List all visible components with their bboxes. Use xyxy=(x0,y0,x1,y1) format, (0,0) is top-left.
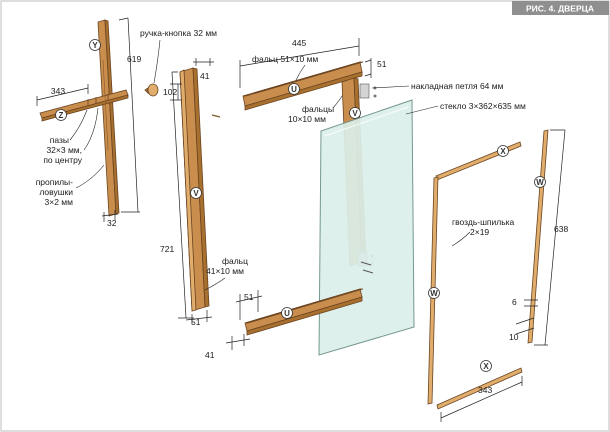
label-hinge: накладная петля 64 мм xyxy=(371,81,504,91)
svg-text:фальц 51×10 мм: фальц 51×10 мм xyxy=(252,54,318,64)
svg-text:343: 343 xyxy=(51,86,65,96)
dimension-51-right: 51 xyxy=(364,58,387,78)
svg-text:2×19: 2×19 xyxy=(470,227,489,237)
svg-text:445: 445 xyxy=(292,38,306,48)
svg-text:51: 51 xyxy=(244,292,254,302)
svg-text:3×2 мм: 3×2 мм xyxy=(45,197,74,207)
svg-text:по центру: по центру xyxy=(43,155,82,165)
dimension-445: 445 xyxy=(239,38,360,88)
svg-text:ручка-кнопка 32 мм: ручка-кнопка 32 мм xyxy=(140,28,217,38)
dimension-102: 102 xyxy=(163,83,182,101)
svg-text:V: V xyxy=(193,189,199,198)
dimension-343-bottom: 343 xyxy=(440,376,523,422)
svg-text:51: 51 xyxy=(377,59,387,69)
dimension-638: 638 xyxy=(534,129,568,346)
svg-text:41: 41 xyxy=(200,71,210,81)
svg-text:W: W xyxy=(430,289,438,298)
svg-text:пропилы-: пропилы- xyxy=(36,177,73,187)
strip-bottom-x xyxy=(436,367,523,410)
svg-text:Z: Z xyxy=(59,111,64,120)
label-nail: гвоздь-шпилька 2×19 xyxy=(451,217,515,247)
tag-y: Y xyxy=(89,39,101,51)
svg-text:пазы: пазы xyxy=(50,135,69,145)
dimension-32: 32 xyxy=(101,210,119,228)
label-kerfs: пропилы- ловушки 3×2 мм xyxy=(36,164,105,207)
svg-text:619: 619 xyxy=(127,54,141,64)
svg-text:6: 6 xyxy=(512,297,517,307)
tag-v-right: V xyxy=(349,107,361,119)
dimension-6: 6 xyxy=(512,297,538,307)
svg-text:10: 10 xyxy=(509,332,519,342)
svg-text:стекло 3×362×635 мм: стекло 3×362×635 мм xyxy=(440,101,526,111)
tag-u-top: U xyxy=(288,83,300,95)
svg-text:V: V xyxy=(352,109,358,118)
svg-text:721: 721 xyxy=(160,244,174,254)
svg-text:U: U xyxy=(284,309,290,318)
svg-text:X: X xyxy=(500,147,506,156)
label-rabbet-side: фальц 41×10 мм xyxy=(204,256,248,291)
svg-text:32: 32 xyxy=(107,218,117,228)
dimension-619: 619 xyxy=(118,17,141,213)
svg-text:U: U xyxy=(291,85,297,94)
screw-small xyxy=(211,114,221,118)
tag-u-bottom: U xyxy=(281,307,293,319)
figure-title-badge: РИС. 4. ДВЕРЦА xyxy=(512,1,609,15)
svg-text:X: X xyxy=(483,362,489,371)
svg-text:41: 41 xyxy=(205,350,215,360)
tag-w-right: W xyxy=(534,176,546,188)
dimension-51-lower: 51 xyxy=(235,290,263,320)
dimension-41-lower: 41 xyxy=(205,334,251,360)
svg-text:ловушки: ловушки xyxy=(39,187,73,197)
svg-text:Y: Y xyxy=(92,41,98,50)
svg-text:638: 638 xyxy=(554,224,568,234)
glass-pane xyxy=(318,99,415,356)
dimension-343-left: 343 xyxy=(36,84,89,106)
tag-v-left: V xyxy=(190,187,202,199)
svg-text:51: 51 xyxy=(191,317,201,327)
dimension-10: 10 xyxy=(509,317,535,342)
tag-w-left: W xyxy=(428,287,440,299)
tag-z: Z xyxy=(55,109,67,121)
rail-bottom-u xyxy=(244,288,364,336)
dimension-51-bottom: 51 xyxy=(185,310,213,327)
label-glass: стекло 3×362×635 мм xyxy=(405,101,526,115)
figure-title: РИС. 4. ДВЕРЦА xyxy=(526,4,594,14)
svg-text:фальцы: фальцы xyxy=(302,104,334,114)
svg-text:гвоздь-шпилька: гвоздь-шпилька xyxy=(452,217,515,227)
svg-text:W: W xyxy=(536,178,544,187)
label-rabbet-top: фальц 51×10 мм xyxy=(252,54,318,81)
svg-text:102: 102 xyxy=(163,87,177,97)
tag-x-top: X xyxy=(497,145,509,157)
knob-handle xyxy=(144,83,159,97)
svg-text:10×10 мм: 10×10 мм xyxy=(288,114,326,124)
dimension-41-top: 41 xyxy=(193,58,214,81)
svg-text:32×3 мм,: 32×3 мм, xyxy=(46,145,82,155)
tag-x-bottom: X xyxy=(480,360,492,372)
svg-text:накладная петля 64 мм: накладная петля 64 мм xyxy=(411,81,504,91)
svg-text:41×10 мм: 41×10 мм xyxy=(206,266,244,276)
label-grooves: пазы 32×3 мм, по центру xyxy=(43,107,99,165)
rail-top-u xyxy=(242,61,364,111)
label-handle: ручка-кнопка 32 мм xyxy=(140,28,217,84)
dimension-721: 721 xyxy=(160,71,194,319)
svg-text:фальц: фальц xyxy=(222,256,248,266)
nail-pins xyxy=(360,261,374,274)
svg-text:343: 343 xyxy=(478,385,492,395)
